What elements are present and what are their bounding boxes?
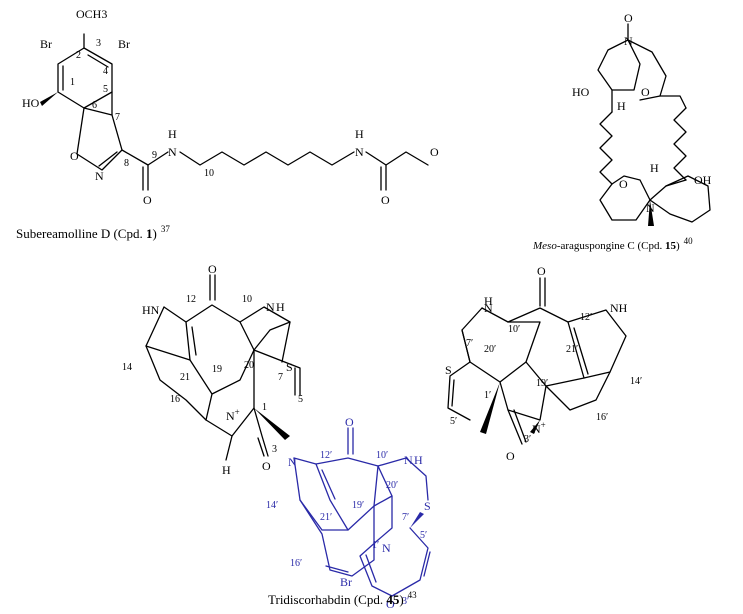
blue-locant-3p: 3′ — [402, 596, 409, 607]
right-iminium-nitrogen-label: N+ — [532, 420, 546, 436]
blue-pyridine-nitrogen-label: N — [382, 541, 391, 555]
right-locant-5p: 5′ — [450, 416, 457, 427]
right-carbonyl-oxygen-label: O — [537, 264, 546, 278]
amide-hydrogen-label: H — [168, 127, 177, 141]
locant-9: 9 — [152, 150, 157, 161]
blue-amine-nitrogen-label: N — [404, 453, 413, 467]
structure-meso-araguspongine-c: O N O H HO O H OH N Meso-araguspongine C… — [532, 11, 712, 252]
left-locant-16: 16 — [170, 394, 180, 405]
left-locant-7: 7 — [278, 372, 283, 383]
right-amine-nitrogen-label: N — [484, 301, 493, 315]
right-locant-21p: 21′ — [566, 344, 578, 355]
isoxazoline-oxygen-label: O — [70, 149, 79, 163]
right-locant-7p: 7′ — [466, 338, 473, 349]
blue-locant-7p: 7′ — [402, 512, 409, 523]
n-oxide-oxygen-label: O — [624, 11, 633, 25]
right-sulfur-label: S — [445, 363, 452, 377]
left-c3-oxygen-label: O — [262, 459, 271, 473]
locant-4: 4 — [103, 66, 108, 77]
left-iminium-nitrogen-label: N+ — [226, 407, 240, 423]
left-locant-10: 10 — [242, 294, 252, 305]
right-locant-20p: 20′ — [484, 344, 496, 355]
left-locant-19: 19 — [212, 364, 222, 375]
left-hydrogen-label: H — [222, 463, 231, 477]
isoxazoline-nitrogen-label: N — [95, 169, 104, 183]
left-locant-3: 3 — [272, 444, 277, 455]
blue-carbonyl-oxygen-label: O — [345, 415, 354, 429]
hydroxyl-label: HO — [22, 96, 40, 110]
bottom-nitrogen-label: N — [646, 201, 655, 215]
right-locant-12p: 12′ — [580, 312, 592, 323]
carbamate-hydrogen-label: H — [355, 127, 364, 141]
locant-6: 6 — [92, 100, 97, 111]
bromine-left-label: Br — [40, 37, 52, 51]
left-locant-12: 12 — [186, 294, 196, 305]
caption-tridiscorhabdin: Tridiscorhabdin (Cpd. 45)43 — [268, 590, 417, 607]
blue-locant-1p: 1′ — [372, 540, 379, 551]
amide-nitrogen-label: N — [168, 145, 177, 159]
left-locant-5: 5 — [298, 394, 303, 405]
top-hydrogen-label: H — [617, 99, 626, 113]
blue-locant-14p: 14′ — [266, 500, 278, 511]
blue-locant-20p: 20′ — [386, 480, 398, 491]
left-amine-nitrogen-label: N — [266, 300, 275, 314]
carbamate-nitrogen-label: N — [355, 145, 364, 159]
locant-8: 8 — [124, 158, 129, 169]
structure-subereamolline-d: OCH3 Br Br HO O N H N H N O O O 1 2 3 4 … — [16, 7, 439, 241]
hydroxyl-left-label: HO — [572, 85, 590, 99]
bottom-oxygen-label: O — [619, 177, 628, 191]
left-locant-1: 1 — [262, 402, 267, 413]
central-blue-unit: N O N H S N Br O 12′ 10′ 14′ 20′ 19′ 21′… — [266, 415, 431, 611]
carbamate-carbonyl-oxygen-label: O — [381, 193, 390, 207]
left-locant-21: 21 — [180, 372, 190, 383]
left-locant-14: 14 — [122, 362, 132, 373]
locant-2: 2 — [76, 50, 81, 61]
left-pyrrole-nh-label: HN — [142, 303, 160, 317]
carbamate-ester-oxygen-label: O — [430, 145, 439, 159]
hydroxyl-right-label: OH — [694, 173, 712, 187]
right-discorhabdin-unit: H N O NH S N+ O 10′ 12′ 20′ 19′ 21′ 7′ 5… — [445, 264, 642, 463]
blue-amine-hydrogen-label: H — [414, 453, 423, 467]
right-locant-14p: 14′ — [630, 376, 642, 387]
right-pyrrole-nh-label: NH — [610, 301, 628, 315]
blue-locant-19p: 19′ — [352, 500, 364, 511]
blue-locant-5p: 5′ — [420, 530, 427, 541]
blue-locant-16p: 16′ — [290, 558, 302, 569]
blue-locant-10p: 10′ — [376, 450, 388, 461]
right-c3-oxygen-label: O — [506, 449, 515, 463]
left-amine-hydrogen-label: H — [276, 300, 285, 314]
locant-10: 10 — [204, 168, 214, 179]
left-sulfur-label: S — [286, 360, 293, 374]
locant-7: 7 — [115, 112, 120, 123]
left-carbonyl-oxygen-label: O — [208, 262, 217, 276]
structure-tridiscorhabdin: HN O N H S N+ H O 12 10 14 21 20 19 7 5 … — [122, 262, 642, 611]
blue-locant-12p: 12′ — [320, 450, 332, 461]
top-oxygen-label: O — [641, 85, 650, 99]
methoxy-label: OCH3 — [76, 7, 107, 21]
blue-pyrrole-nitrogen-label: N — [288, 455, 297, 469]
caption-subereamolline-d: Subereamolline D (Cpd. 1)37 — [16, 224, 170, 241]
left-discorhabdin-unit: HN O N H S N+ H O 12 10 14 21 20 19 7 5 … — [122, 262, 303, 477]
blue-c3-oxygen-label: O — [386, 597, 395, 611]
blue-bromine-label: Br — [340, 575, 352, 589]
left-locant-20: 20 — [244, 360, 254, 371]
amide-carbonyl-oxygen-label: O — [143, 193, 152, 207]
locant-5: 5 — [103, 84, 108, 95]
right-amine-hydrogen-label: H — [484, 294, 493, 308]
blue-locant-21p: 21′ — [320, 512, 332, 523]
right-locant-10p: 10′ — [508, 324, 520, 335]
bromine-right-label: Br — [118, 37, 130, 51]
blue-sulfur-label: S — [424, 499, 431, 513]
caption-meso-araguspongine-c: Meso-araguspongine C (Cpd. 15)40 — [532, 236, 693, 252]
locant-1: 1 — [70, 77, 75, 88]
right-locant-16p: 16′ — [596, 412, 608, 423]
bottom-hydrogen-label: H — [650, 161, 659, 175]
top-nitrogen-label: N — [624, 34, 633, 48]
right-locant-3p: 3′ — [524, 434, 531, 445]
right-locant-1p: 1′ — [484, 390, 491, 401]
right-locant-19p: 19′ — [536, 378, 548, 389]
locant-3: 3 — [96, 38, 101, 49]
